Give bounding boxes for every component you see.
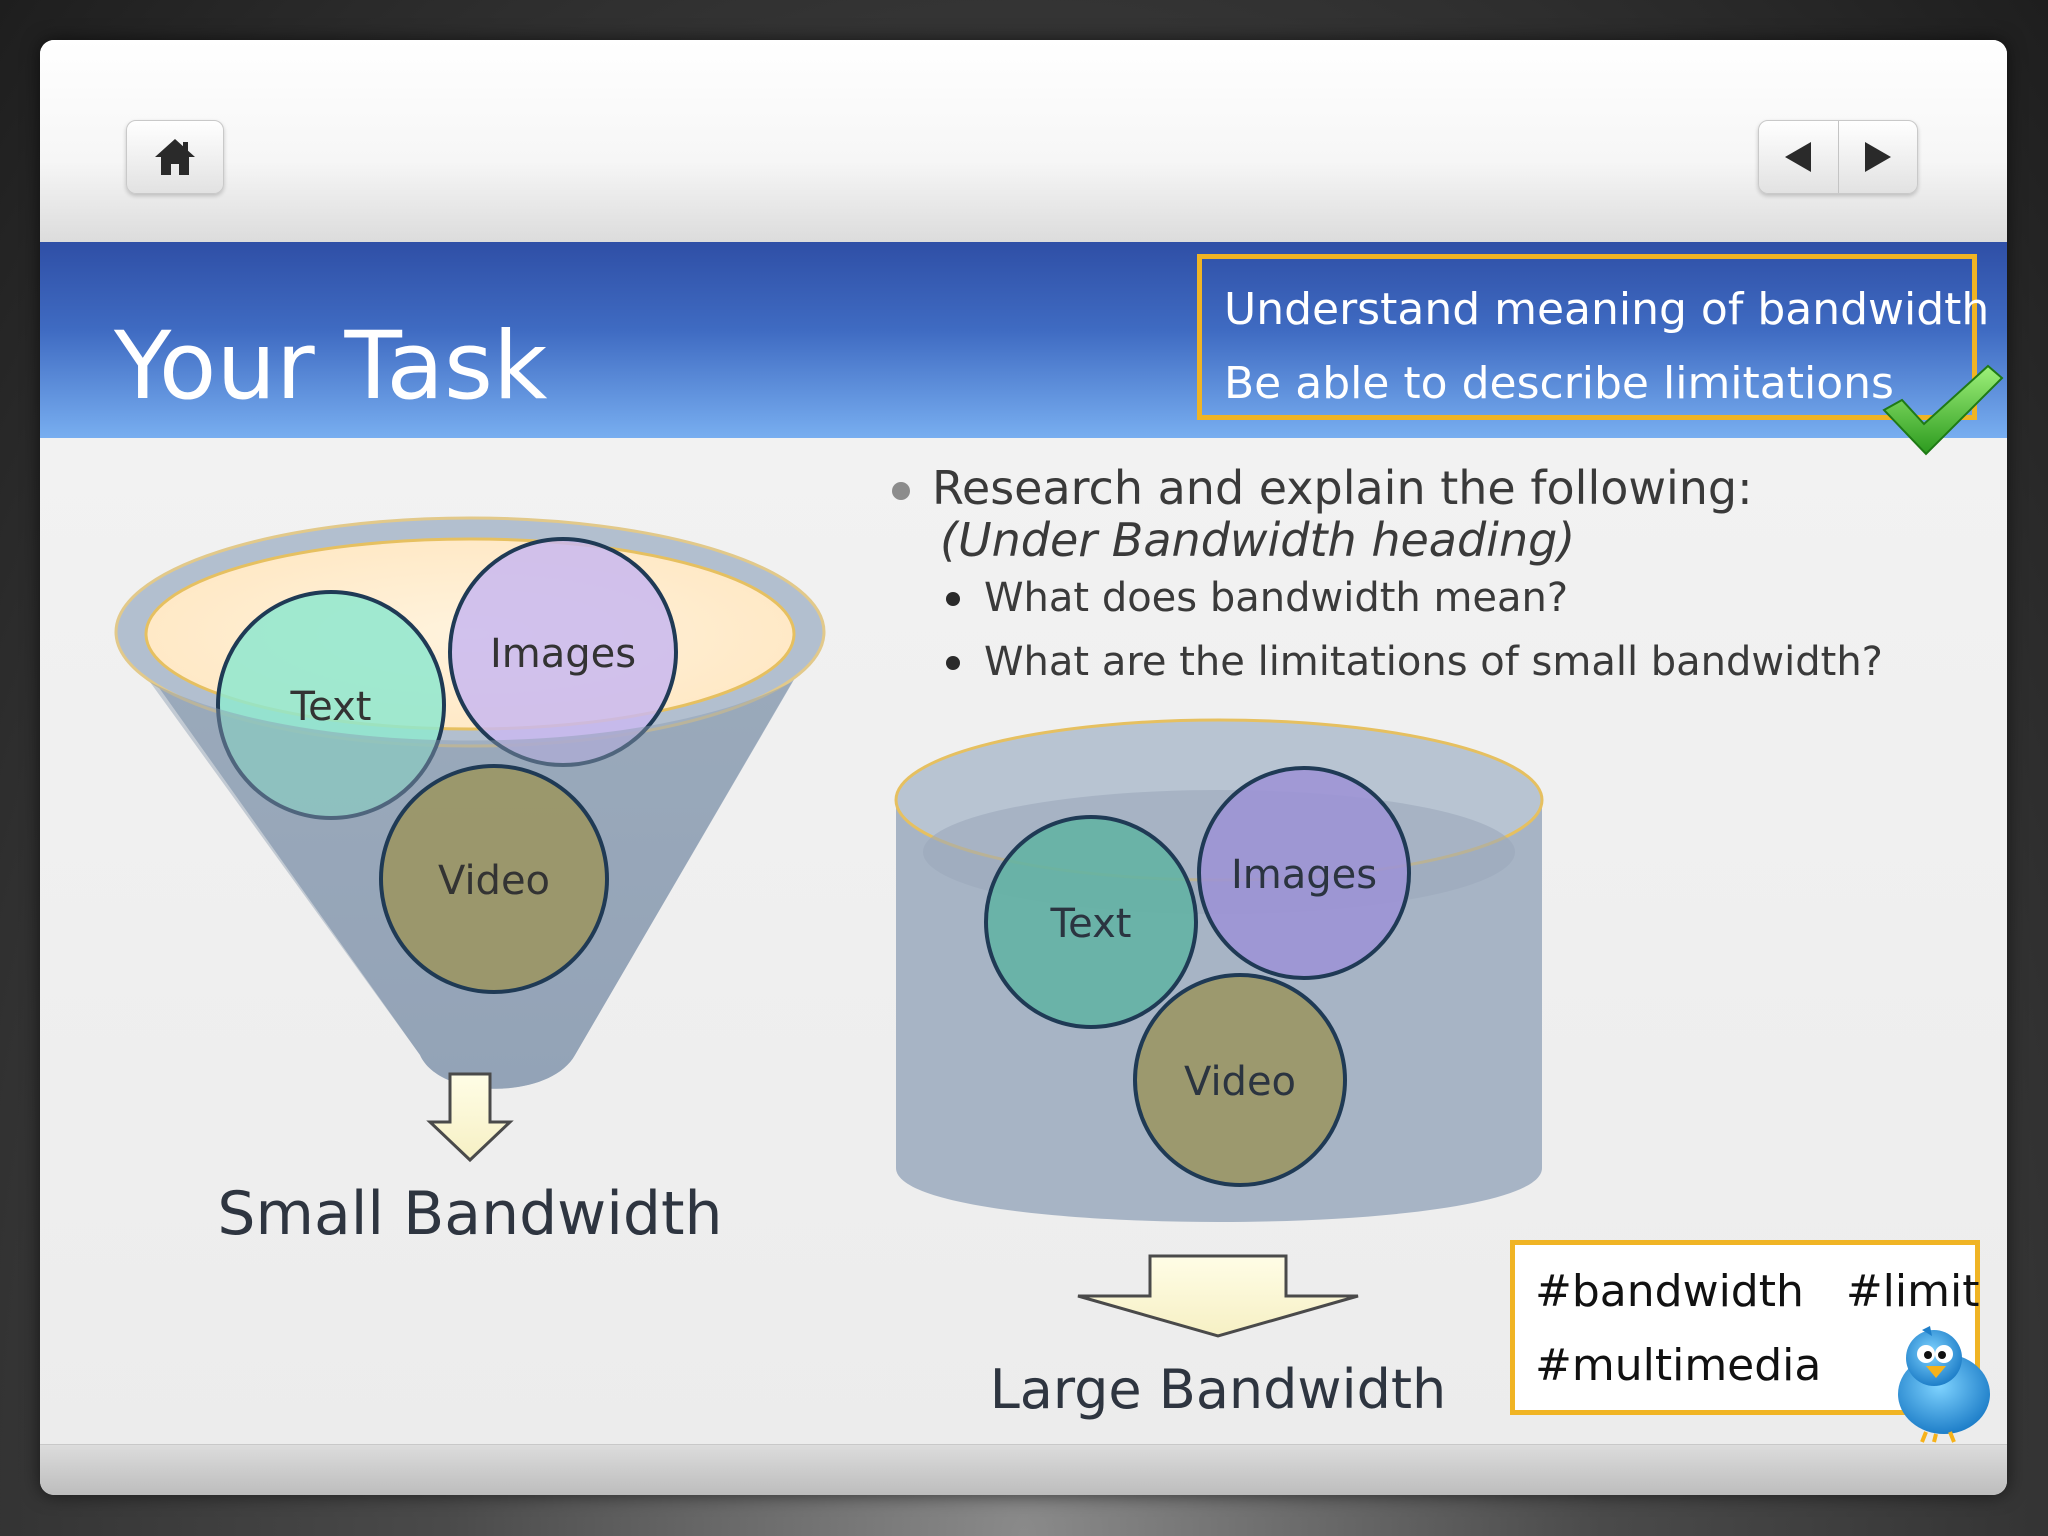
objective-item: Understand meaning of bandwidth	[1224, 284, 1990, 335]
previous-slide-button[interactable]	[1759, 121, 1838, 193]
bullet-subtext: (Under Bandwidth heading)	[940, 513, 1576, 567]
next-slide-button[interactable]	[1837, 121, 1918, 193]
bandwidth-diagram: Text Images Video Small Bandwidth Text I…	[114, 516, 1544, 1421]
next-arrow-icon	[1864, 142, 1891, 172]
bullet-dot	[946, 656, 960, 670]
small-circle-video-label: Video	[438, 858, 550, 904]
sub-bullet-item: What are the limitations of small bandwi…	[888, 630, 1998, 694]
small-circle-text: Text	[216, 590, 446, 820]
hashtag-line: #bandwidth #limit	[1535, 1266, 1980, 1317]
hashtag-line: #multimedia	[1535, 1340, 1822, 1391]
page-title: Your Task	[114, 312, 548, 421]
large-circle-text: Text	[984, 815, 1198, 1029]
twitter-bird-icon	[1898, 1326, 1990, 1443]
sub-bullet-text: What does bandwidth mean?	[984, 575, 1569, 621]
small-down-arrow-icon	[426, 1072, 514, 1163]
small-circle-text-label: Text	[290, 684, 372, 730]
sub-bullet-item: What does bandwidth mean?	[888, 566, 1998, 630]
small-bandwidth-label: Small Bandwidth	[217, 1179, 722, 1249]
slide-nav-buttons	[1758, 120, 1918, 194]
slide-footer-bar	[40, 1444, 2007, 1495]
slide: Your Task Understand meaning of bandwidt…	[40, 40, 2007, 1495]
large-bandwidth-label: Large Bandwidth	[990, 1358, 1447, 1421]
title-band	[40, 242, 2007, 438]
small-circle-video: Video	[379, 764, 609, 994]
objectives-box: Understand meaning of bandwidth Be able …	[1197, 254, 1990, 420]
task-bullets: Research and explain the following: (Und…	[888, 462, 1998, 694]
slide-toolbar	[40, 40, 2007, 242]
large-down-arrow-icon	[1077, 1254, 1359, 1338]
bullet-text: Research and explain the following:	[932, 461, 1753, 515]
large-circle-images-label: Images	[1231, 852, 1377, 898]
large-circle-video-label: Video	[1184, 1059, 1296, 1105]
large-circle-video: Video	[1133, 973, 1347, 1187]
large-circle-images: Images	[1197, 766, 1411, 980]
home-button[interactable]	[126, 120, 224, 194]
prev-arrow-icon	[1785, 142, 1812, 172]
large-circle-text-label: Text	[1050, 901, 1132, 947]
bullet-dot	[946, 592, 960, 606]
small-circle-images-label: Images	[490, 631, 636, 677]
sub-bullet-text: What are the limitations of small bandwi…	[984, 639, 1883, 685]
objective-item: Be able to describe limitations	[1224, 358, 1894, 409]
small-circle-images: Images	[448, 537, 678, 767]
checkmark-icon	[1882, 364, 2004, 456]
bullet-item: Research and explain the following:	[888, 462, 1998, 514]
home-icon	[155, 139, 195, 175]
bullet-dot	[892, 482, 910, 500]
